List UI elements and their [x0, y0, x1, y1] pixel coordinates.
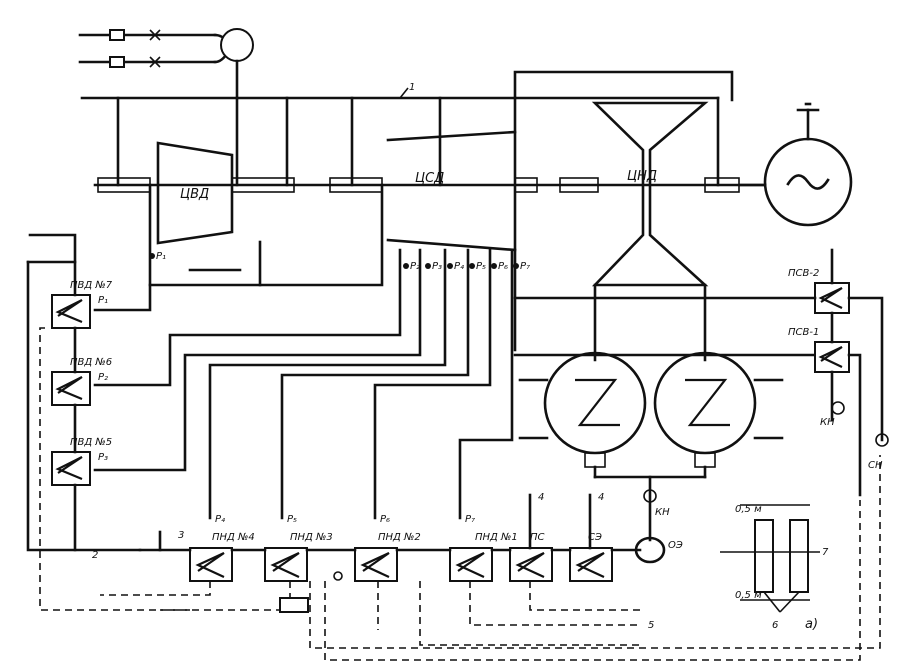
- hph7-p-label: P₁: [98, 295, 108, 306]
- lp-cylinder-label: ЦНД: [627, 169, 657, 184]
- subfigure-a-label: а): [805, 617, 818, 632]
- dim-top: 0,5 м: [735, 504, 762, 515]
- valve-icon: [109, 29, 125, 41]
- hp-cylinder: ЦВД: [156, 141, 234, 245]
- steam-valve-block: [220, 28, 254, 62]
- hph5-p-label: P₃: [98, 452, 108, 463]
- drain-cooler: [279, 597, 309, 613]
- extraction-p3: P₃: [432, 261, 442, 272]
- condensate-main: 3: [138, 530, 642, 552]
- ps-cooler: ПС: [509, 532, 553, 582]
- hph5: ПВД №5 P₃: [51, 437, 112, 486]
- psv1-label: ПСВ-1: [788, 327, 819, 338]
- lph3-p-label: P₅: [287, 514, 297, 525]
- oe-label: ОЭ: [668, 540, 683, 551]
- fin-1: [754, 519, 774, 593]
- label-6: 6: [772, 620, 778, 631]
- fin-2: [789, 519, 809, 593]
- lph4-p-label: P₄: [215, 514, 225, 525]
- extraction-p6: P₆: [498, 261, 508, 272]
- label-4a: 4: [538, 492, 544, 503]
- lph3-label: ПНД №3: [290, 532, 333, 543]
- extraction-pipes: [93, 248, 514, 520]
- psv2-label: ПСВ-2: [788, 268, 819, 279]
- condenser-2: [653, 351, 757, 455]
- crossover-pipe: [513, 70, 734, 102]
- feedwater-lines: 2: [26, 233, 190, 611]
- valve-icon: [109, 56, 125, 68]
- generator: [738, 102, 853, 227]
- steam-supply-lines: 1: [78, 28, 720, 100]
- lph1: ПНД №1: [449, 532, 518, 582]
- lph4-label: ПНД №4: [212, 532, 255, 543]
- label-3: 3: [178, 530, 184, 541]
- lph2-p-label: P₆: [380, 514, 390, 525]
- psv1: ПСВ-1: [788, 327, 850, 373]
- psv2: ПСВ-2: [788, 268, 850, 314]
- lph2: ПНД №2: [354, 532, 421, 582]
- label-2: 2: [92, 550, 98, 561]
- se-label: СЭ: [588, 532, 602, 543]
- hph7-label: ПВД №7: [70, 280, 113, 291]
- oe-ejector: ОЭ: [634, 536, 683, 564]
- lph1-label: ПНД №1: [475, 532, 518, 543]
- hph7: ПВД №7 P₁: [51, 280, 113, 329]
- shaft-seal: [559, 177, 599, 193]
- ip-cylinder-label: ЦСД: [415, 171, 444, 186]
- subfigure-a: 0,5 м 0,5 м 7 6 а): [720, 504, 829, 632]
- ip-cylinder: ЦСД: [386, 130, 517, 252]
- lph1-p-label: P₇: [465, 514, 475, 525]
- ps-label: ПС: [530, 532, 545, 543]
- lph-extraction-labels: P₄ P₅ P₆ P₇: [215, 514, 475, 525]
- hph5-label: ПВД №5: [70, 437, 112, 448]
- condensers: КН: [513, 283, 837, 542]
- hp-cylinder-label: ЦВД: [180, 187, 209, 202]
- label-4b: 4: [598, 492, 604, 503]
- network-lines: КН СН: [513, 248, 889, 497]
- lph2-label: ПНД №2: [378, 532, 421, 543]
- hph6-p-label: P₂: [98, 372, 108, 383]
- sn-pump-label: СН: [868, 460, 883, 471]
- lp-cylinder: ЦНД: [591, 101, 709, 287]
- condensate-pump-label: КН: [655, 507, 670, 518]
- label-5: 5: [648, 620, 654, 631]
- dim-bot: 0,5 м: [735, 590, 762, 601]
- lph3: ПНД №3: [264, 532, 333, 582]
- label-1: 1: [409, 82, 415, 93]
- network-pump-label: КН: [820, 417, 835, 428]
- header-drops: [116, 96, 720, 187]
- se-cooler: СЭ: [569, 532, 613, 582]
- label-7: 7: [822, 547, 829, 558]
- extraction-p4: P₄: [454, 261, 464, 272]
- lph4: ПНД №4: [189, 532, 255, 582]
- hph6: ПВД №6 P₂: [51, 357, 112, 406]
- condenser-1: [543, 351, 647, 455]
- extraction-p2: P₂: [410, 261, 420, 272]
- extraction-p5: P₅: [476, 261, 486, 272]
- extraction-p1: P₁: [156, 251, 166, 262]
- extraction-p7: P₇: [520, 261, 530, 272]
- extraction-labels: P₁ P₂ P₃ P₄ P₅ P₆ P₇: [149, 251, 530, 272]
- hph6-label: ПВД №6: [70, 357, 112, 368]
